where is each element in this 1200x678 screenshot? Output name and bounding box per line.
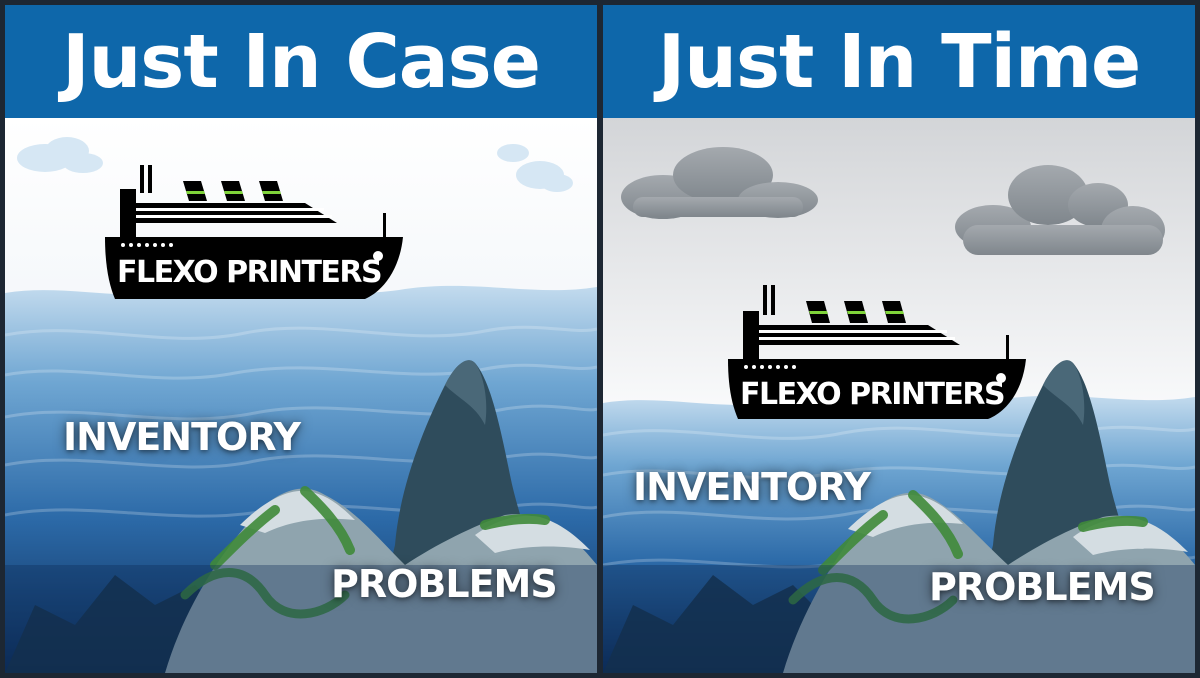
ship-icon bbox=[728, 285, 1026, 419]
rock-icon bbox=[603, 360, 1195, 673]
scene-just-in-time bbox=[603, 118, 1195, 673]
cloud-icon bbox=[17, 137, 103, 173]
panel-just-in-time: Just In Time FLEXO PRINTERS INVENTORY PR… bbox=[603, 5, 1195, 673]
title-bar: Just In Case bbox=[5, 5, 597, 118]
wave-lines bbox=[5, 325, 597, 518]
cloud-icon bbox=[955, 165, 1165, 255]
cloud-icon bbox=[621, 147, 818, 219]
panel-just-in-case: Just In Case FLEXO PRINTERS INVENTORY PR… bbox=[5, 5, 597, 673]
inventory-label: INVENTORY bbox=[63, 415, 301, 459]
panel-title: Just In Time bbox=[657, 18, 1142, 105]
panel-title: Just In Case bbox=[62, 18, 541, 105]
ship-label: FLEXO PRINTERS bbox=[117, 255, 383, 290]
problems-label: PROBLEMS bbox=[331, 562, 558, 606]
problems-label: PROBLEMS bbox=[929, 565, 1156, 609]
scene-just-in-case bbox=[5, 118, 597, 673]
ship-icon bbox=[105, 165, 403, 299]
title-bar: Just In Time bbox=[603, 5, 1195, 118]
ship-label: FLEXO PRINTERS bbox=[740, 377, 1006, 412]
inventory-label: INVENTORY bbox=[633, 465, 871, 509]
cloud-icon bbox=[497, 144, 573, 192]
rock-icon bbox=[5, 360, 597, 673]
